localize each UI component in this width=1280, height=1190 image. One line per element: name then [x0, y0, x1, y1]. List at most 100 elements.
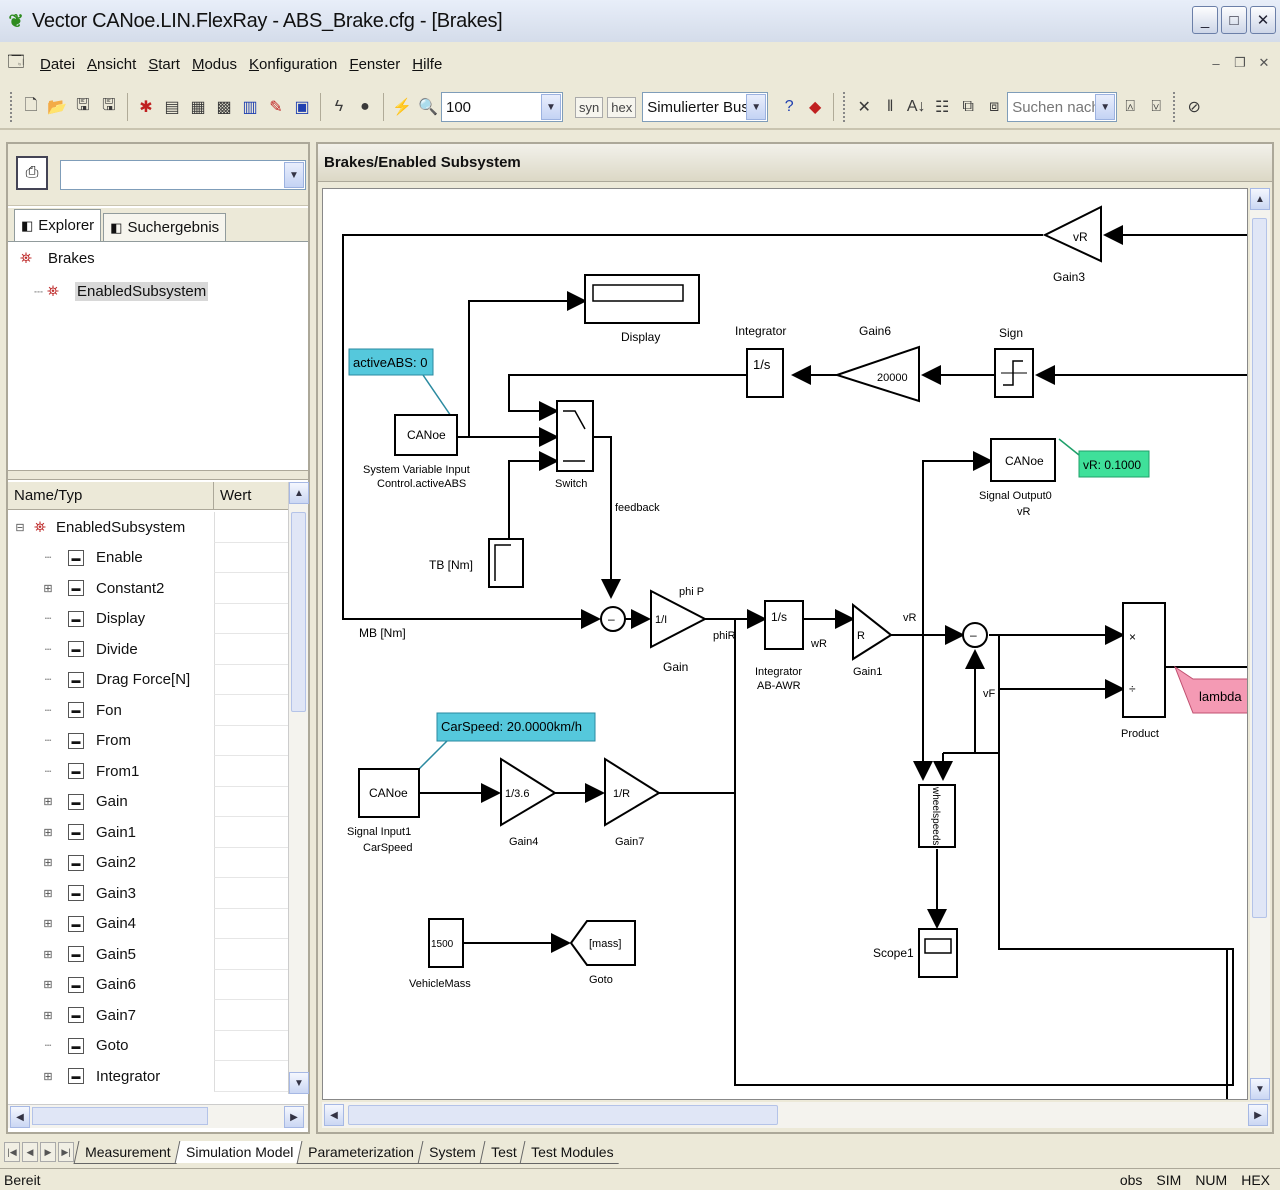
save-all-icon[interactable]: 🖫 — [102, 96, 116, 114]
syn-button[interactable]: syn — [575, 96, 604, 118]
edit-icon[interactable]: ✎ — [269, 99, 283, 116]
network-icon[interactable]: ▣ — [294, 99, 310, 116]
close-button[interactable]: ✕ — [1250, 6, 1276, 34]
menu-start[interactable]: Start — [148, 55, 180, 73]
scroll-thumb[interactable] — [291, 512, 306, 712]
property-row[interactable]: ⊞▬Gain — [8, 786, 288, 817]
property-value-cell[interactable] — [214, 573, 288, 604]
find-next-icon[interactable]: ⍓ — [1125, 98, 1135, 115]
property-value-cell[interactable] — [214, 786, 288, 817]
scroll-right-icon[interactable]: ▶ — [284, 1106, 304, 1128]
options-icon[interactable]: ⊘ — [1187, 99, 1201, 116]
scroll-thumb[interactable] — [348, 1105, 778, 1125]
scroll-down-icon[interactable]: ▼ — [1250, 1078, 1270, 1100]
property-value-cell[interactable] — [214, 664, 288, 695]
scroll-left-icon[interactable]: ◀ — [324, 1104, 344, 1126]
cascade-icon[interactable]: ⧈ — [989, 98, 1000, 115]
property-row[interactable]: ⊞▬Gain1 — [8, 817, 288, 848]
property-row[interactable]: ⊞▬Gain3 — [8, 878, 288, 909]
property-value-cell[interactable] — [214, 695, 288, 726]
search-input[interactable]: Suchen nach ▼ — [1007, 92, 1118, 122]
property-value-cell[interactable] — [214, 939, 288, 970]
expand-icon[interactable]: ⊞ — [43, 796, 53, 809]
expand-icon[interactable]: ⊞ — [43, 1070, 53, 1083]
tab-measurement[interactable]: Measurement — [73, 1140, 182, 1164]
list-icon[interactable]: ☷ — [935, 99, 950, 116]
property-row[interactable]: ⊞▬Integrator — [8, 1061, 288, 1092]
property-value-cell[interactable] — [214, 847, 288, 878]
property-row[interactable]: ┄▬From — [8, 725, 288, 756]
bus-select[interactable]: Simulierter Bus ▼ — [642, 92, 769, 122]
tree-item-enabledsubsystem[interactable]: ┄ ⛯ EnabledSubsystem — [34, 282, 209, 301]
help-icon[interactable]: ? — [784, 98, 794, 115]
chevron-down-icon[interactable]: ▼ — [541, 94, 561, 120]
grid-icon[interactable]: ▩ — [216, 99, 232, 116]
scroll-up-icon[interactable]: ▲ — [1250, 188, 1270, 210]
property-value-cell[interactable] — [214, 969, 288, 1000]
property-row[interactable]: ⊟⛯EnabledSubsystem — [8, 512, 288, 543]
chevron-down-icon[interactable]: ▼ — [284, 162, 304, 188]
last-tab-icon[interactable]: ▶| — [58, 1142, 74, 1162]
wizard-icon[interactable]: ✱ — [139, 99, 153, 116]
menu-hilfe[interactable]: Hilfe — [412, 55, 443, 73]
property-row[interactable]: ┄▬From1 — [8, 756, 288, 787]
canvas-hscrollbar[interactable]: ◀ ▶ — [322, 1102, 1270, 1128]
tree-item-brakes[interactable]: ⛯ Brakes — [20, 250, 95, 267]
pause-icon[interactable]: ‖ — [886, 98, 894, 115]
save-icon[interactable]: 🖫 — [76, 96, 90, 114]
scroll-thumb[interactable] — [1252, 218, 1267, 918]
tab-suchergebnis[interactable]: ◧ Suchergebnis — [103, 213, 227, 241]
stop-icon[interactable]: ● — [360, 98, 370, 115]
expand-icon[interactable]: ⊞ — [43, 948, 53, 961]
property-value-cell[interactable] — [214, 817, 288, 848]
book-help-icon[interactable]: ◆ — [809, 99, 822, 116]
pane-splitter[interactable] — [8, 470, 308, 480]
panel-icon[interactable]: ▦ — [190, 99, 206, 116]
tab-parameterization[interactable]: Parameterization — [296, 1140, 425, 1164]
property-row[interactable]: ┄▬Enable — [8, 542, 288, 573]
tab-explorer[interactable]: ◧ Explorer — [14, 209, 102, 241]
new-file-icon[interactable]: 🗋 — [24, 96, 38, 114]
start-lightning-icon[interactable]: ϟ — [334, 98, 344, 115]
mdi-restore-button[interactable]: ❐ — [1234, 55, 1246, 70]
expand-icon[interactable]: ⊞ — [43, 918, 53, 931]
property-value-cell[interactable] — [214, 512, 288, 543]
property-value-cell[interactable] — [214, 1061, 288, 1092]
maximize-button[interactable]: □ — [1221, 6, 1247, 34]
menu-modus[interactable]: Modus — [191, 55, 237, 73]
property-row[interactable]: ⊞▬Constant2 — [8, 573, 288, 604]
expand-icon[interactable]: ⊞ — [43, 582, 53, 595]
expand-icon[interactable]: ⊞ — [43, 887, 53, 900]
prev-tab-icon[interactable]: ◀ — [22, 1142, 38, 1162]
model-canvas[interactable]: vR Gain3 Display 1/s Integrator 20000 Ga… — [322, 188, 1248, 1100]
property-value-cell[interactable] — [214, 603, 288, 634]
scroll-thumb[interactable] — [32, 1107, 208, 1125]
explorer-hscrollbar[interactable]: ◀ ▶ — [8, 1104, 308, 1128]
property-row[interactable]: ⊞▬Gain7 — [8, 1000, 288, 1031]
property-value-cell[interactable] — [214, 634, 288, 665]
property-row[interactable]: ⊞▬Gain6 — [8, 969, 288, 1000]
explorer-select[interactable]: ▼ — [60, 160, 306, 190]
toolbar-grip[interactable] — [843, 92, 847, 122]
expand-icon[interactable]: ⊞ — [43, 857, 53, 870]
hex-button[interactable]: hex — [607, 96, 637, 118]
document-icon[interactable]: 🗔 — [7, 53, 25, 71]
database-icon[interactable]: ▥ — [242, 99, 258, 116]
model-book-icon[interactable]: ⎙ — [16, 156, 48, 190]
step-icon[interactable]: ⚡ — [392, 99, 412, 116]
property-row[interactable]: ⊞▬Gain2 — [8, 847, 288, 878]
property-row[interactable]: ┄▬Goto — [8, 1030, 288, 1061]
tab-test-modules[interactable]: Test Modules — [519, 1140, 625, 1164]
collapse-icon[interactable]: ⊟ — [15, 521, 25, 534]
expand-icon[interactable]: ⊞ — [43, 1009, 53, 1022]
property-row[interactable]: ┄▬Drag Force[N] — [8, 664, 288, 695]
menu-datei[interactable]: Datei — [40, 55, 76, 73]
minimize-button[interactable]: _ — [1192, 6, 1218, 34]
property-value-cell[interactable] — [214, 756, 288, 787]
property-value-cell[interactable] — [214, 725, 288, 756]
scroll-left-icon[interactable]: ◀ — [10, 1106, 30, 1128]
chevron-down-icon[interactable]: ▼ — [746, 94, 767, 120]
next-tab-icon[interactable]: ▶ — [40, 1142, 56, 1162]
expand-icon[interactable]: ⊞ — [43, 826, 53, 839]
canvas-vscrollbar[interactable]: ▲ ▼ — [1250, 188, 1270, 1100]
